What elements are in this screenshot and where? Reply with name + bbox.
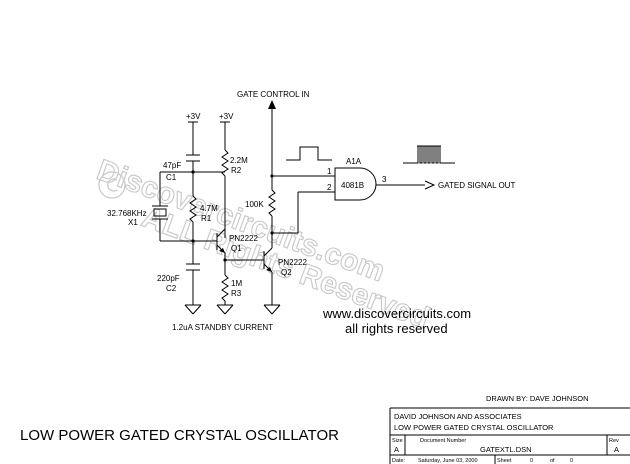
tb-company: DAVID JOHNSON AND ASSOCIATES [394,412,522,421]
tb-title: LOW POWER GATED CRYSTAL OSCILLATOR [394,423,554,432]
pin-2-label: 2 [327,183,332,192]
r1-value: 4.7M [200,204,218,213]
resistor-r3: 1M R3 [221,274,242,305]
c1-ref: C1 [166,173,177,182]
tb-doc-value: GATEXTL.DSN [480,445,532,454]
u1-ref: A1A [346,157,362,166]
tb-sheet-num: 0 [530,458,533,464]
q2-part: PN2222 [278,258,307,267]
supply-3v-left: +3V [186,112,201,155]
supply-3v-left-label: +3V [186,112,201,121]
pin-3-label: 3 [382,175,387,184]
website-rights: all rights reserved [345,321,448,336]
r3-value: 1M [231,279,242,288]
resistor-r1: 4.7M R1 [189,172,218,264]
main-title: LOW POWER GATED CRYSTAL OSCILLATOR [20,427,339,444]
gate-control-input: GATE CONTROL IN [237,90,310,190]
capacitor-c2: 220pF C2 [157,263,200,305]
r-gate-value: 100K [245,200,264,209]
tb-size-label: Size [392,438,403,444]
ground-symbol-q2 [263,304,281,315]
x1-value: 32.768KHz [107,209,147,218]
transistor-q2: PN2222 Q2 [263,247,307,277]
c1-value: 47pF [163,161,181,170]
tb-rev-label: Rev [609,438,619,444]
tb-size-value: A [394,445,399,454]
capacitor-c1: 47pF C1 [163,154,200,182]
u1-part: 4081B [341,181,364,190]
arrow-up-icon [268,100,276,109]
r3-ref: R3 [231,289,242,298]
x1-ref: X1 [128,218,138,227]
gated-signal-output: GATED SIGNAL OUT [424,180,515,190]
resistor-100k: 100K [245,189,276,217]
tb-date-value: Saturday, June 03, 2000 [418,458,478,464]
ground-symbol-r3 [216,304,234,315]
q1-ref: Q1 [231,244,242,253]
standby-current-note: 1.2uA STANDBY CURRENT [172,323,273,332]
copyright-icon [98,171,126,199]
drawn-by: DRAWN BY: DAVE JOHNSON [486,394,589,403]
q2-ref: Q2 [281,268,292,277]
c2-ref: C2 [166,284,177,293]
transistor-q1: PN2222 Q1 [216,228,258,254]
q1-part: PN2222 [229,234,258,243]
title-block: DAVID JOHNSON AND ASSOCIATES LOW POWER G… [389,407,630,464]
and-gate-4081b: A1A 4081B 1 2 3 [327,157,387,201]
tb-doc-label: Document Number [420,438,466,444]
r1-ref: R1 [201,214,212,223]
gate-control-label: GATE CONTROL IN [237,90,310,99]
gate-pulse-waveform-icon [286,146,332,161]
tb-date-label: Date: [392,458,406,464]
c2-value: 220pF [157,274,180,283]
r2-ref: R2 [231,166,242,175]
supply-3v-right: +3V [219,112,234,150]
r2-value: 2.2M [230,156,248,165]
gated-burst-waveform-icon [403,145,455,164]
tb-rev-value: A [614,445,619,454]
tb-of-label: of [550,458,555,464]
pin-1-label: 1 [327,167,332,176]
gated-signal-out-label: GATED SIGNAL OUT [438,181,515,190]
supply-3v-right-label: +3V [219,112,234,121]
tb-sheet-label: Sheet [497,458,512,464]
crystal-x1: 32.768KHz X1 [107,205,168,241]
ground-symbol-c2 [184,304,202,315]
tb-sheet-total: 0 [570,458,573,464]
website-url: www.discovercircuits.com [322,306,471,321]
